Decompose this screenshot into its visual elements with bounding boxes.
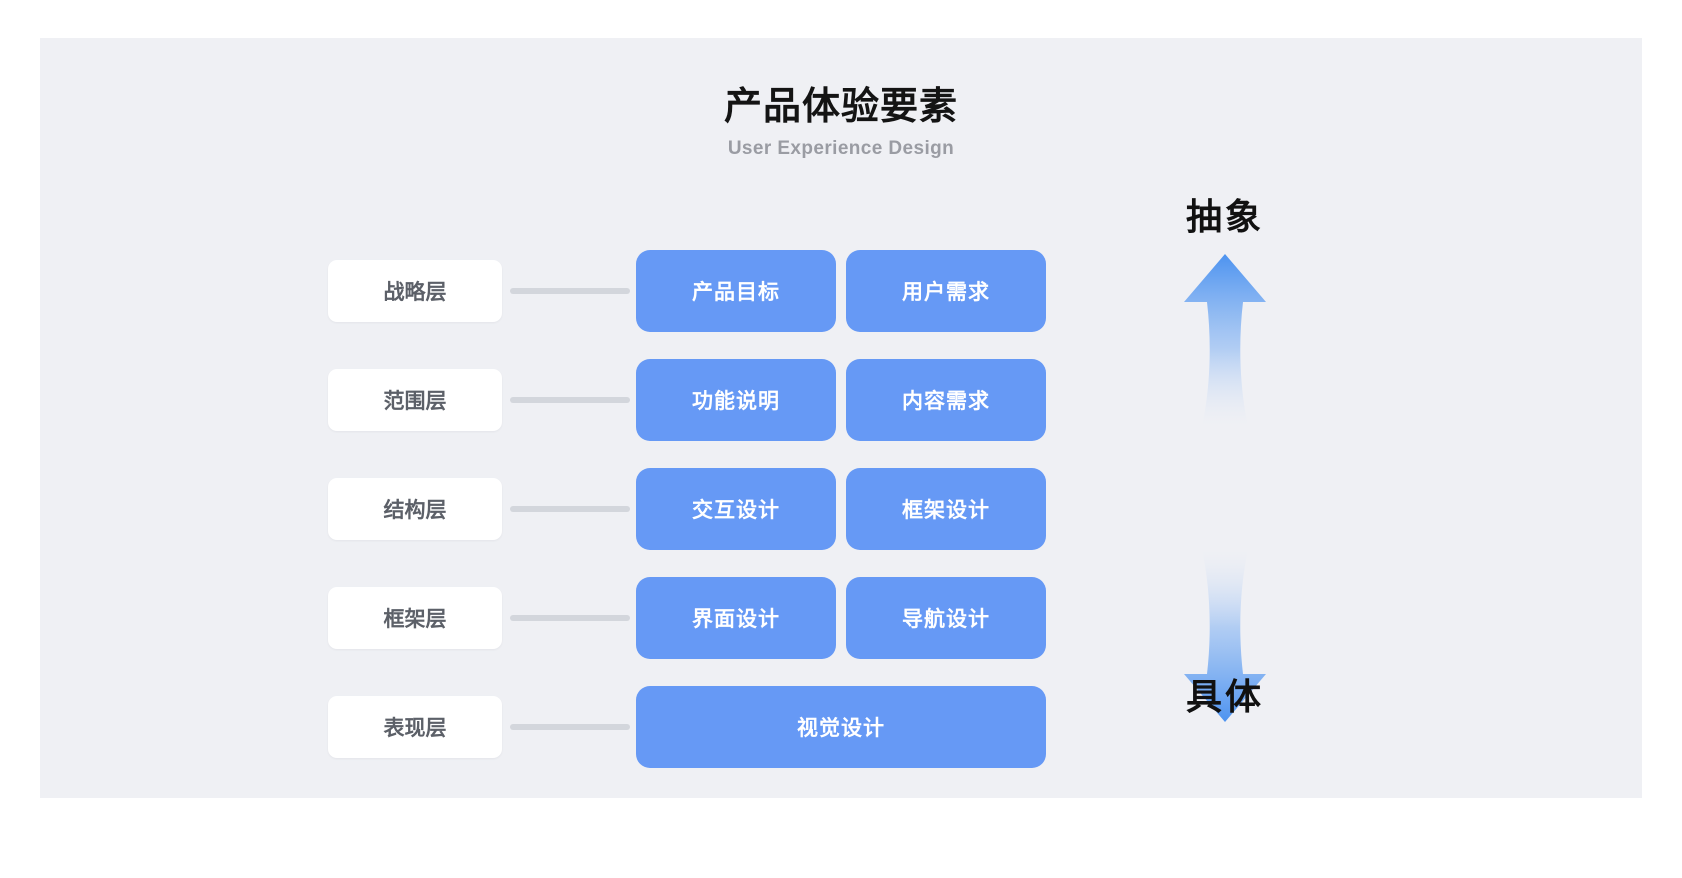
connector-line-skeleton (510, 615, 630, 621)
page-subtitle: User Experience Design (727, 137, 955, 159)
connector-line-structure (510, 506, 630, 512)
layer-row-skeleton: 框架层 界面设计 导航设计 (40, 577, 1642, 659)
connector-line-strategy (510, 288, 630, 294)
connector-line-surface (510, 724, 630, 730)
layer-label-strategy[interactable]: 战略层 (328, 260, 502, 322)
layer-cards-surface: 视觉设计 (636, 686, 1046, 768)
layer-cards-scope: 功能说明 内容需求 (636, 359, 1046, 441)
layer-cards-skeleton: 界面设计 导航设计 (636, 577, 1046, 659)
card-feature-spec[interactable]: 功能说明 (636, 359, 836, 441)
layer-label-structure[interactable]: 结构层 (328, 478, 502, 540)
layer-label-scope[interactable]: 范围层 (328, 369, 502, 431)
axis-label-concrete: 具体 (1185, 676, 1264, 717)
axis-label-abstract: 抽象 (1185, 196, 1264, 237)
abstraction-axis: 抽象 (1110, 38, 1400, 798)
content-panel: 产品体验要素 User Experience Design 战略层 产品目标 用… (40, 38, 1642, 798)
connector-line-scope (510, 397, 630, 403)
layer-cards-structure: 交互设计 框架设计 (636, 468, 1046, 550)
card-interaction-design[interactable]: 交互设计 (636, 468, 836, 550)
layer-row-strategy: 战略层 产品目标 用户需求 (40, 250, 1642, 332)
layer-row-structure: 结构层 交互设计 框架设计 (40, 468, 1642, 550)
card-navigation-design[interactable]: 导航设计 (846, 577, 1046, 659)
arrow-up-container (1110, 250, 1340, 430)
page-title: 产品体验要素 (723, 86, 958, 128)
layers-diagram: 战略层 产品目标 用户需求 范围层 功能说明 内容需求 结构层 (40, 38, 1642, 798)
card-information-architecture[interactable]: 框架设计 (846, 468, 1046, 550)
card-interface-design[interactable]: 界面设计 (636, 577, 836, 659)
layer-row-surface: 表现层 视觉设计 (40, 686, 1642, 768)
layer-row-scope: 范围层 功能说明 内容需求 (40, 359, 1642, 441)
card-product-goal[interactable]: 产品目标 (636, 250, 836, 332)
header: 产品体验要素 User Experience Design (40, 86, 1642, 160)
card-visual-design[interactable]: 视觉设计 (636, 686, 1046, 768)
layer-cards-strategy: 产品目标 用户需求 (636, 250, 1046, 332)
arrow-down-icon (1184, 550, 1266, 722)
layer-label-surface[interactable]: 表现层 (328, 696, 502, 758)
arrow-up-icon (1184, 254, 1266, 426)
layer-label-skeleton[interactable]: 框架层 (328, 587, 502, 649)
card-user-needs[interactable]: 用户需求 (846, 250, 1046, 332)
arrow-down-container (1110, 546, 1340, 726)
card-content-needs[interactable]: 内容需求 (846, 359, 1046, 441)
